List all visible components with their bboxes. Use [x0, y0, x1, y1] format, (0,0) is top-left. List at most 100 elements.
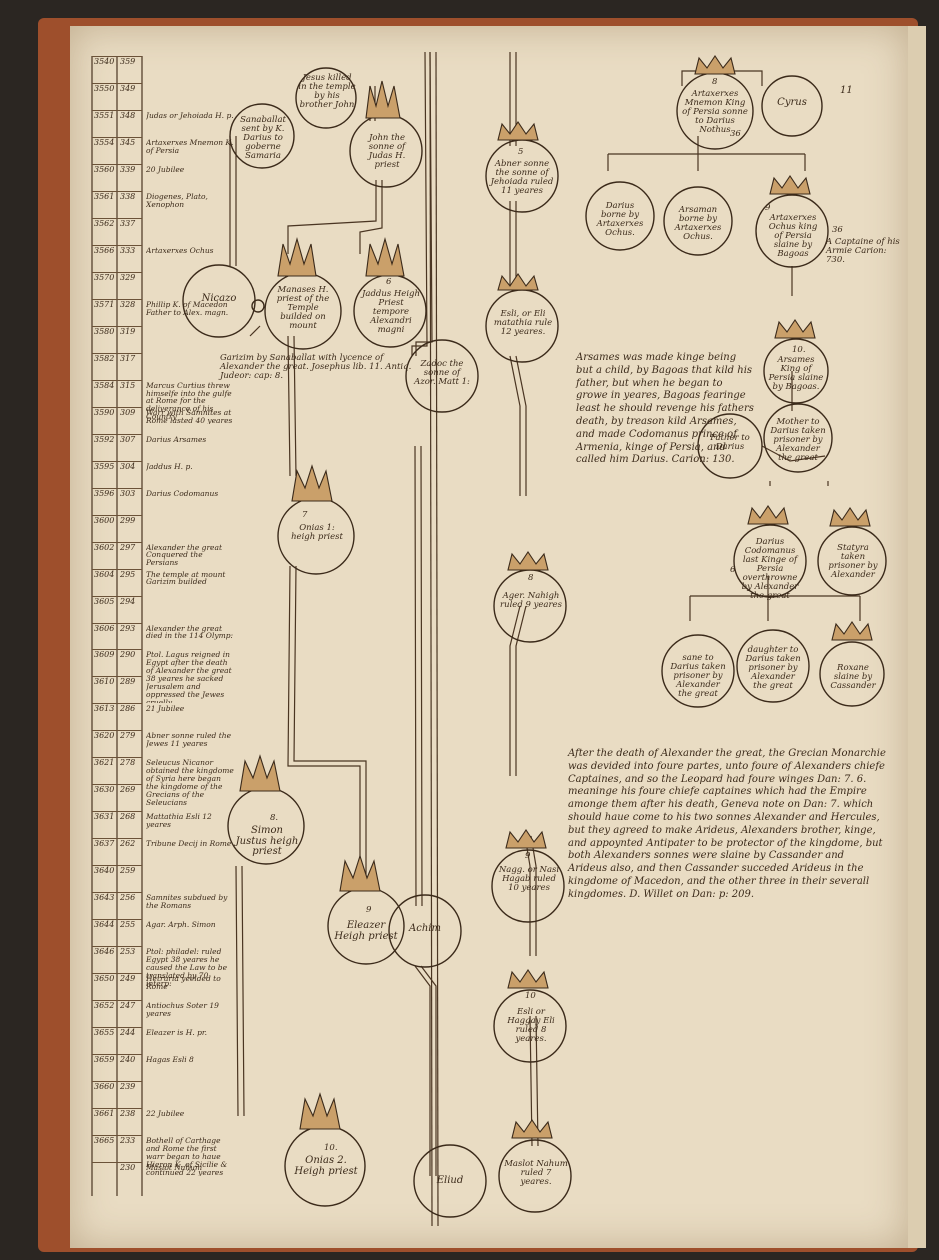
timeline-year-bc: 269 — [120, 785, 136, 795]
timeline-year-am: 3637 — [94, 839, 115, 849]
timeline-rule — [92, 892, 142, 894]
timeline-rule — [92, 82, 142, 84]
timeline-year-bc: 256 — [120, 893, 136, 903]
timeline-year-bc: 295 — [120, 569, 136, 579]
timeline-event: Abner sonne ruled the Jewes 11 yeares — [146, 732, 232, 749]
timeline-year-bc: 307 — [120, 434, 136, 444]
timeline-year-bc: 319 — [120, 326, 136, 336]
timeline-event: 20 Jubilee — [146, 165, 185, 174]
timeline-year-bc: 239 — [120, 1082, 136, 1092]
garizim-note: Garizim by Sanaballat with lycence of Al… — [220, 353, 412, 381]
timeline-event: Hetruria yeelded to Rome — [146, 975, 221, 991]
timeline-year-am: 3620 — [94, 731, 115, 741]
ruler-number-5: 5 — [518, 147, 524, 157]
timeline-year-bc: 238 — [120, 1109, 136, 1119]
timeline-year-bc: 337 — [120, 218, 136, 228]
timeline-year-am: 3540 — [94, 57, 115, 66]
persia-number-8: 8 — [712, 77, 718, 87]
timeline-year-am: 3560 — [94, 164, 115, 174]
timeline-year-am: 3554 — [94, 137, 115, 147]
timeline-rule — [92, 622, 142, 624]
timeline-rule — [92, 568, 142, 570]
timeline-year-bc: 293 — [120, 623, 136, 633]
timeline-year-am: 3630 — [94, 785, 115, 795]
circle-mother-darius: Mother to Darius taken prisoner by Alexa… — [770, 417, 826, 463]
timeline-rule — [92, 838, 142, 840]
timeline-year-am: 3652 — [94, 1001, 115, 1011]
timeline-event: Artaxerxes Mnemon K. of Persia — [146, 138, 234, 155]
timeline-year-bc: 333 — [120, 245, 136, 255]
timeline-year-am: 3592 — [94, 434, 115, 444]
timeline-year-bc: 262 — [120, 839, 136, 849]
timeline-year-bc: 286 — [120, 704, 136, 714]
persia-number-9: 9 — [765, 203, 771, 213]
timeline-year-am: 3582 — [94, 353, 115, 363]
timeline-rule — [92, 1081, 142, 1083]
timeline-year-bc: 255 — [120, 920, 136, 930]
timeline-year-am: 3644 — [94, 920, 115, 930]
circle-daughter: daughter to Darius taken prisoner by Ale… — [745, 645, 801, 691]
timeline-year-bc: 359 — [120, 57, 136, 66]
circle-nicazo: Nicazo — [201, 293, 237, 304]
circle-roxane: Roxane slaine by Cassander — [830, 663, 876, 691]
timeline-rule — [92, 379, 142, 381]
timeline-event: Marcus Curtius threw himselfe into the g… — [146, 381, 232, 422]
timeline-year-bc: 290 — [120, 650, 136, 660]
timeline-year-am: 3661 — [94, 1109, 115, 1119]
timeline-year-bc: 294 — [120, 596, 136, 606]
timeline-year-am: 3570 — [94, 272, 115, 282]
timeline-rule — [92, 946, 142, 948]
timeline-year-am: 3562 — [94, 218, 115, 228]
alexander-paragraph: After the death of Alexander the great, … — [568, 748, 886, 900]
timeline-event: Maslot Nahum — [146, 1164, 203, 1172]
captain-note: A Captaine of his Armie Carion: 730. — [826, 237, 900, 265]
timeline-event: Artaxerxes Ochus — [146, 246, 214, 255]
circle-sanaballat: Sanaballat sent by K. Darius to goberne … — [240, 115, 286, 161]
timeline-rule — [92, 190, 142, 192]
timeline-rule — [92, 703, 142, 705]
timeline-year-bc: 230 — [120, 1163, 136, 1173]
circle-achim: Achim — [409, 923, 441, 934]
circle-manases: Manases H. priest of the Temple builded … — [276, 285, 330, 331]
timeline-event: Bothell of Carthage and Rome the first w… — [146, 1137, 228, 1177]
timeline-year-bc: 249 — [120, 974, 136, 984]
timeline-year-bc: 279 — [120, 731, 136, 741]
circle-esli2: Esli or Haggay Eli ruled 8 yeares. — [507, 1007, 555, 1044]
timeline-year-bc: 233 — [120, 1136, 136, 1146]
timeline-year-bc: 309 — [120, 407, 136, 417]
circle-jaddus: Jaddus Heigh Priest tempore Alexandri ma… — [362, 289, 420, 335]
timeline-year-am: 3590 — [94, 407, 115, 417]
ruler-number-9: 9 — [525, 851, 531, 861]
timeline-rule — [92, 298, 142, 300]
timeline-event: Warr with Samnites at Rome lasted 40 yea… — [146, 408, 233, 425]
circle-john: John the sonne of Judas H. priest — [368, 133, 406, 170]
circle-jesus: Jesus killed in the temple by his brothe… — [298, 73, 356, 110]
timeline-year-am: 3610 — [94, 677, 115, 687]
timeline-year-am: 3561 — [94, 191, 115, 201]
timeline-event: Agar. Arph. Simon — [146, 921, 216, 930]
timeline-event: 21 Jubilee — [146, 705, 185, 714]
circle-eleazer: Eleazer Heigh priest — [334, 920, 398, 942]
timeline-rule — [92, 595, 142, 597]
ruler-number-8: 8 — [528, 573, 534, 583]
timeline-rule — [92, 811, 142, 813]
timeline-rule — [92, 730, 142, 732]
circle-cyrus: Cyrus — [777, 97, 807, 108]
timeline-rule — [92, 352, 142, 354]
circle-artaxerxes-mnemon: Artaxerxes Mnemon King of Persia sonne t… — [682, 89, 748, 135]
timeline-event: Ptol: philadel: ruled Egypt 38 yeares he… — [146, 948, 228, 988]
timeline-event: Jaddus H. p. — [146, 462, 193, 471]
priest-number-7: 7 — [302, 510, 308, 520]
timeline-rule — [92, 433, 142, 435]
circle-sane: sane to Darius taken prisoner by Alexand… — [670, 653, 726, 699]
timeline-year-bc: 253 — [120, 947, 136, 957]
timeline-rule — [92, 514, 142, 516]
timeline-year-am: 3606 — [94, 623, 115, 633]
timeline-event: 22 Jubilee — [146, 1110, 185, 1118]
timeline-rule — [92, 271, 142, 273]
priest-number-6: 6 — [386, 277, 392, 287]
timeline-year-bc: 345 — [120, 137, 136, 147]
circle-abner: Abner sonne the sonne of Jehoiada ruled … — [490, 159, 554, 196]
timeline-year-am: 3605 — [94, 596, 115, 606]
